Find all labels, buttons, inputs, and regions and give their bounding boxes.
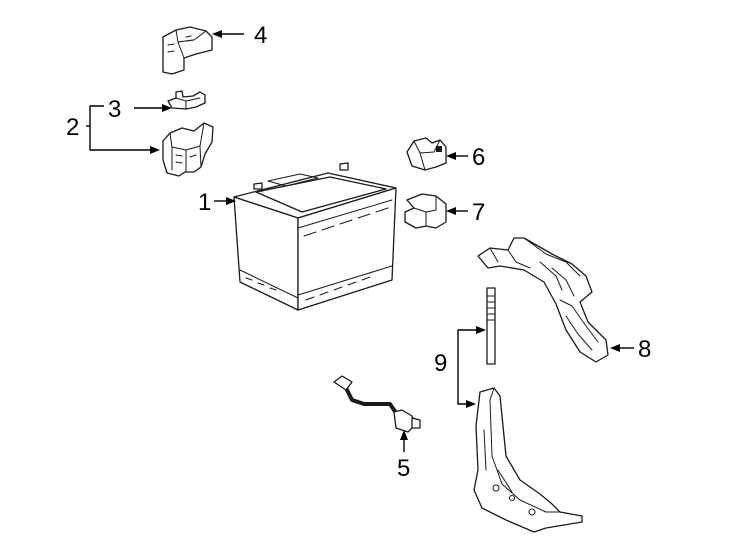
part-6-hold-down-clip [406, 137, 447, 171]
callout-3: 3 [108, 96, 121, 123]
callout-8: 8 [638, 336, 651, 363]
part-5-sensor [333, 375, 421, 433]
callout-5: 5 [397, 455, 410, 482]
part-2-terminal-assembly [162, 122, 214, 177]
part-9-bolt [486, 287, 496, 365]
part-1-battery [233, 162, 397, 311]
part-9-bracket [473, 387, 583, 533]
part-4-terminal-cover [162, 26, 213, 75]
leaders [86, 30, 634, 452]
callout-2: 2 [66, 114, 79, 141]
part-8-battery-tray [477, 237, 609, 363]
callout-6: 6 [472, 144, 485, 171]
callout-1: 1 [198, 189, 211, 216]
part-3-clamp [167, 90, 206, 110]
callout-4: 4 [254, 22, 267, 49]
callout-7: 7 [472, 199, 485, 226]
callout-9: 9 [434, 350, 447, 377]
part-7-bracket-clip [404, 193, 447, 229]
